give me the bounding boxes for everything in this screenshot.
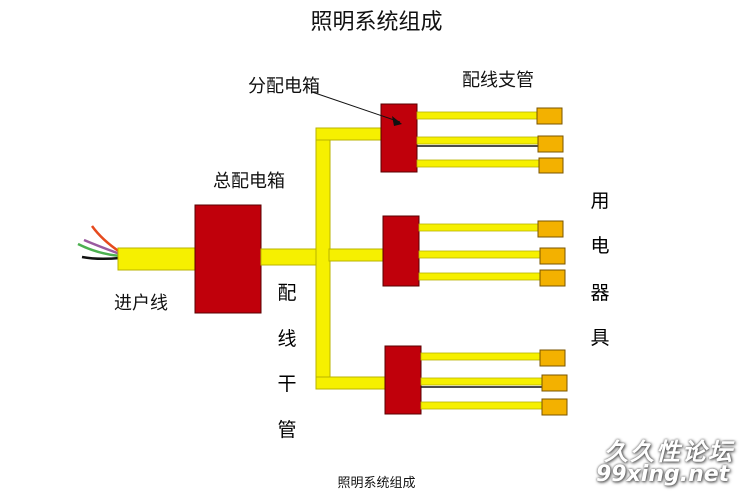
wire-purple: [83, 238, 121, 256]
branch-conduit: [420, 352, 541, 361]
wire-green: [77, 242, 121, 258]
label-incoming-line: 进户线: [114, 293, 168, 314]
incoming-wires: [77, 225, 121, 261]
appliance: [536, 107, 563, 125]
diagram-title: 照明系统组成: [310, 10, 443, 35]
sub-box-pointer-line: [311, 91, 401, 123]
appliance-char-3: 器: [590, 282, 610, 304]
appliance: [539, 247, 566, 265]
sub-distribution-box-1: [380, 103, 418, 173]
appliance: [541, 398, 568, 416]
appliance: [537, 135, 564, 153]
branch-conduit: [420, 377, 543, 386]
diagram-caption: 照明系统组成: [337, 476, 416, 491]
trunk-conduit-middle: [328, 248, 384, 262]
trunk-pipe-char-2: 线: [277, 328, 297, 350]
label-branch-pipe: 配线支管: [462, 70, 534, 91]
watermark-line-1: 久久性论坛: [604, 438, 734, 466]
trunk-pipe-char-3: 干: [277, 373, 297, 395]
label-main-distribution-box: 总配电箱: [213, 171, 285, 192]
trunk-pipe-char-1: 配: [277, 282, 297, 304]
branch-conduit: [416, 136, 539, 145]
main-distribution-box: [194, 204, 262, 314]
appliance: [539, 349, 566, 367]
appliance: [541, 374, 568, 392]
trunk-conduit-top: [315, 127, 383, 141]
trunk-pipe-char-4: 管: [277, 419, 297, 441]
sub-box-pointer-arrow: [392, 116, 402, 126]
sub-distribution-box-3: [384, 345, 422, 415]
trunk-conduit-bottom: [315, 376, 387, 390]
branch-conduit: [416, 111, 538, 120]
branch-conduit: [420, 401, 543, 410]
branch-conduit: [416, 159, 540, 168]
appliance-char-4: 具: [590, 327, 610, 349]
wire-red: [90, 225, 121, 254]
branch-group-2: [418, 220, 566, 287]
branch-group-3: [420, 349, 568, 416]
appliance: [539, 269, 566, 287]
appliance-char-1: 用: [590, 190, 610, 212]
label-sub-distribution-box: 分配电箱: [248, 76, 320, 97]
watermark-line-2: 99xing.net: [596, 462, 730, 487]
branch-group-1: [416, 107, 564, 174]
appliance-char-2: 电: [590, 235, 610, 257]
trunk-conduit-vertical: [315, 135, 331, 385]
branch-conduit: [418, 272, 541, 281]
branch-conduit: [418, 223, 539, 232]
appliance: [537, 220, 564, 238]
branch-conduit: [418, 250, 541, 259]
sub-distribution-box-2: [382, 215, 420, 287]
wire-black: [81, 255, 121, 261]
incoming-conduit: [117, 247, 197, 271]
appliance: [538, 157, 564, 174]
